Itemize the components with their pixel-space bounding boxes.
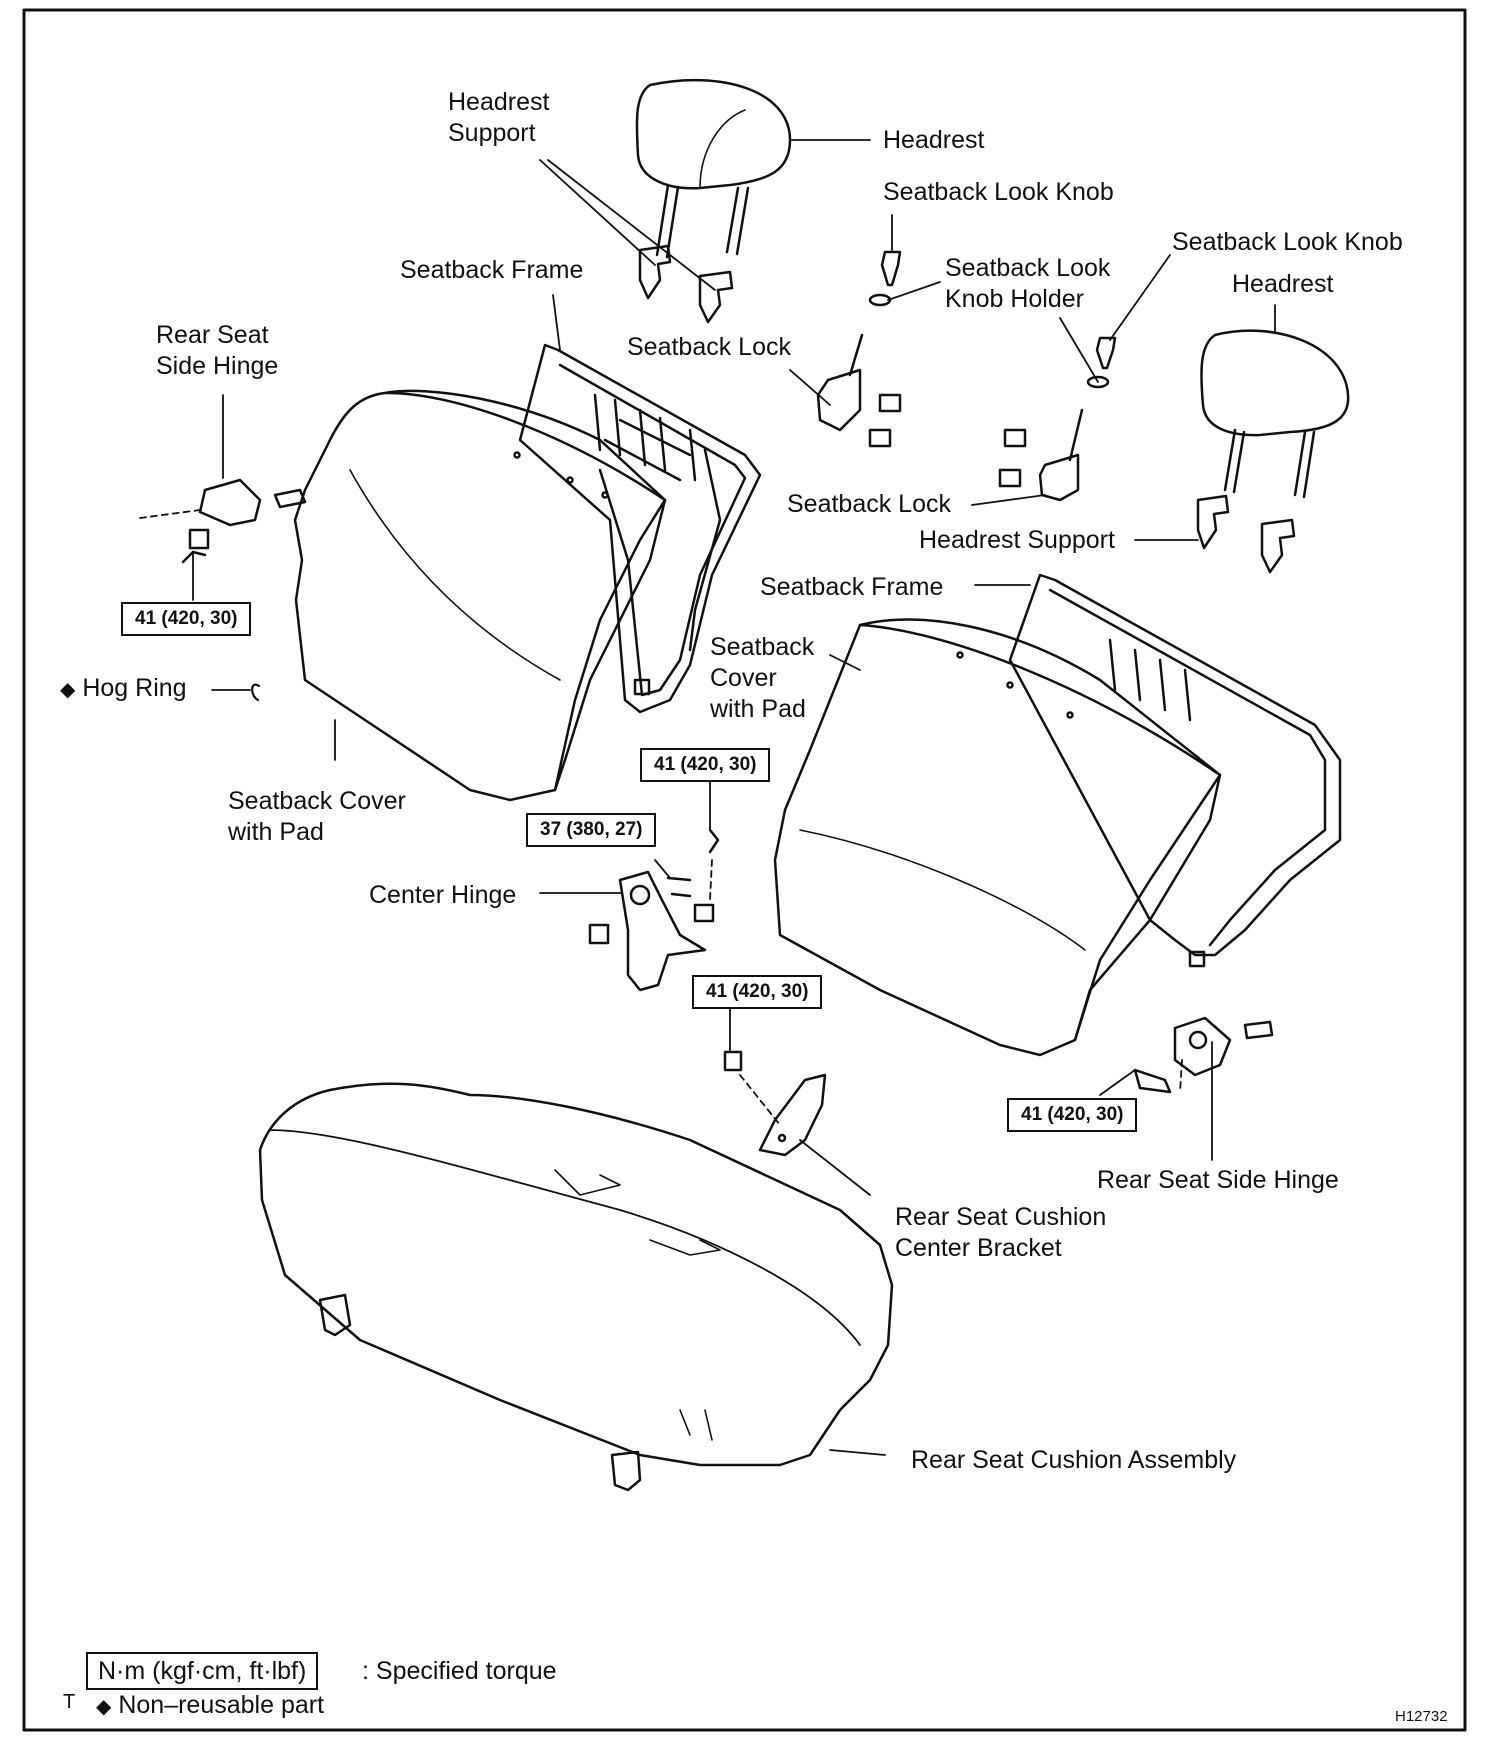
label-headrest-support-right: Headrest Support bbox=[919, 526, 1115, 554]
right-seatback-frame bbox=[1008, 573, 1342, 968]
legend-diamond-icon: ◆ bbox=[96, 1696, 112, 1718]
torque-box-center-bracket: 41 (420, 30) bbox=[692, 975, 823, 1009]
label-headrest-support-left: Headrest Support bbox=[448, 88, 550, 147]
label-seatback-lock-knob-right: Seatback Look Knob bbox=[1172, 228, 1403, 256]
label-rear-seat-side-hinge-left: Rear Seat Side Hinge bbox=[156, 321, 279, 380]
seatback-lock-left-part bbox=[816, 333, 902, 448]
torque-box-side-hinge-left: 41 (420, 30) bbox=[121, 602, 252, 636]
legend-torque-description: : Specified torque bbox=[362, 1657, 557, 1685]
label-headrest-left: Headrest bbox=[883, 126, 985, 154]
label-seatback-cover-pad-left: Seatback Cover with Pad bbox=[228, 787, 406, 846]
lock-knob-right-parts bbox=[1086, 336, 1117, 389]
rear-seat-cushion-part bbox=[258, 1082, 894, 1492]
nonreusable-diamond-icon: ◆ bbox=[60, 679, 76, 701]
label-seatback-lock-knob-holder: Seatback Look Knob Holder bbox=[945, 254, 1111, 313]
figure-code: H12732 bbox=[1395, 1708, 1448, 1725]
left-seatback-frame bbox=[518, 343, 762, 714]
figure-frame bbox=[22, 8, 1467, 1732]
left-seatback-cover bbox=[293, 389, 667, 802]
cushion-center-bracket-part bbox=[723, 1050, 827, 1157]
center-hinge-part bbox=[588, 828, 720, 992]
legend-nonreusable-text: Non–reusable part bbox=[118, 1691, 325, 1719]
headrest-left-part bbox=[635, 78, 792, 259]
label-seatback-frame-right: Seatback Frame bbox=[760, 573, 944, 601]
label-seatback-lock-left: Seatback Lock bbox=[627, 333, 791, 361]
torque-box-center-hinge: 37 (380, 27) bbox=[526, 813, 657, 847]
legend-marker: T bbox=[63, 1691, 76, 1713]
headrest-support-left-parts bbox=[638, 244, 734, 324]
label-rear-seat-side-hinge-right: Rear Seat Side Hinge bbox=[1097, 1166, 1339, 1194]
label-hog-ring: ◆ Hog Ring bbox=[60, 673, 187, 706]
label-seatback-cover-pad-right: Seatback Cover with Pad bbox=[710, 633, 815, 723]
legend-torque-unit-box: N·m (kgf·cm, ft·lbf) bbox=[86, 1652, 319, 1690]
label-hog-ring-text: Hog Ring bbox=[82, 674, 187, 702]
right-side-hinge-part bbox=[1133, 1016, 1274, 1094]
label-seatback-lock-right: Seatback Lock bbox=[787, 490, 951, 518]
hog-ring-icon bbox=[251, 683, 261, 702]
leader-lines bbox=[192, 139, 1276, 1456]
label-cushion-assembly: Rear Seat Cushion Assembly bbox=[911, 1446, 1237, 1474]
label-headrest-right: Headrest bbox=[1232, 270, 1334, 298]
label-center-hinge: Center Hinge bbox=[369, 881, 517, 909]
label-seatback-frame-left: Seatback Frame bbox=[400, 256, 584, 284]
label-seatback-lock-knob-left: Seatback Look Knob bbox=[883, 178, 1114, 206]
torque-box-center-upper: 41 (420, 30) bbox=[640, 748, 771, 782]
right-seatback-cover bbox=[773, 618, 1222, 1057]
label-cushion-center-bracket: Rear Seat Cushion Center Bracket bbox=[895, 1203, 1107, 1262]
headrest-support-right-parts bbox=[1196, 494, 1296, 574]
headrest-right-part bbox=[1200, 329, 1350, 499]
legend-nonreusable: ◆ Non–reusable part bbox=[96, 1688, 324, 1724]
seatback-lock-right-part bbox=[998, 408, 1084, 502]
torque-box-side-hinge-right: 41 (420, 30) bbox=[1007, 1098, 1138, 1132]
left-side-hinge-part bbox=[139, 478, 307, 564]
